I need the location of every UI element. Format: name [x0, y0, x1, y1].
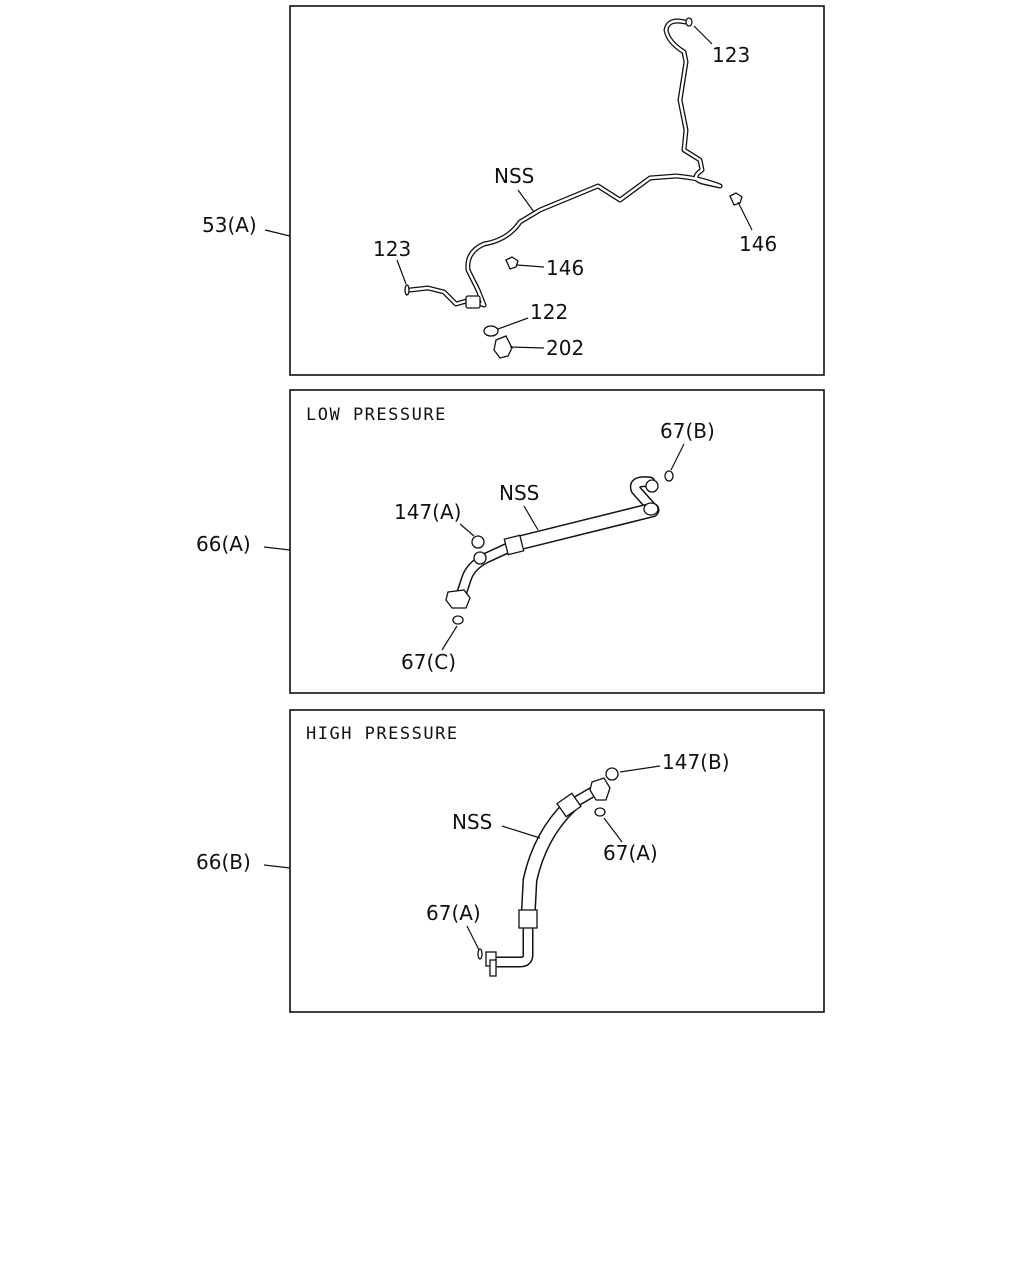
- panel-66a-ref-leader: [263, 546, 291, 551]
- panel-66a-frame: [289, 389, 825, 694]
- panel-66a: LOW PRESSURE 66(A) 67(B) NSS 147(A) 67(C…: [196, 389, 825, 694]
- lower-flange: [445, 589, 471, 609]
- panel-66b-ref-leader: [263, 864, 291, 869]
- callout-147b: 147(B): [662, 750, 730, 774]
- oring-123-left: [404, 284, 410, 296]
- leader-67a-upper: [603, 817, 623, 843]
- oring-67c: [452, 615, 464, 625]
- panel-66a-header: LOW PRESSURE: [306, 405, 447, 425]
- callout-nss-high: NSS: [452, 810, 492, 834]
- oring-67b: [664, 470, 674, 482]
- leader-nss-low: [523, 505, 539, 531]
- low-pressure-hose: [445, 476, 660, 609]
- callout-67a-upper: 67(A): [603, 841, 658, 865]
- leader-67b: [670, 443, 685, 471]
- callout-67a-lower: 67(A): [426, 901, 481, 925]
- cap-147b: [605, 767, 619, 781]
- leader-67a-lower: [466, 925, 480, 951]
- oring-67a-lower: [477, 948, 483, 960]
- lower-stub: [489, 959, 497, 977]
- leader-146-right: [737, 201, 753, 231]
- fitting-hose-end: [643, 502, 659, 516]
- cap-147a: [471, 535, 485, 549]
- leader-147a: [459, 523, 475, 537]
- leader-123-left: [396, 259, 407, 285]
- panel-66b-ref: 66(B): [196, 850, 251, 874]
- oring-123-top: [685, 17, 693, 27]
- callout-nss-liquid: NSS: [494, 164, 534, 188]
- panel-66b-header: HIGH PRESSURE: [306, 724, 459, 744]
- panel-53a-ref: 53(A): [202, 213, 257, 237]
- leader-nss-liquid: [517, 189, 535, 213]
- high-pressure-hose: [485, 777, 611, 977]
- callout-123-left: 123: [373, 237, 411, 261]
- panel-66b-frame: [289, 709, 825, 1013]
- callout-147a: 147(A): [394, 500, 461, 524]
- hose-crimp-lower: [518, 909, 538, 929]
- panel-66b: HIGH PRESSURE 66(B) 147(B) NSS 67(A) 67(…: [196, 709, 825, 1013]
- callout-67b: 67(B): [660, 419, 715, 443]
- panel-66a-ref: 66(A): [196, 532, 251, 556]
- oring-67a-upper: [594, 807, 606, 817]
- liquid-pipe: [407, 18, 723, 308]
- panel-53a-ref-leader: [264, 229, 291, 237]
- block-fitting: [465, 295, 481, 309]
- callout-nss-low: NSS: [499, 481, 539, 505]
- hose-crimp-upper: [556, 792, 582, 818]
- hose-crimp: [503, 534, 525, 556]
- upper-fitting: [589, 777, 611, 801]
- callout-67c: 67(C): [401, 650, 456, 674]
- panel-53a-frame: [289, 5, 825, 376]
- callout-146-right: 146: [739, 232, 777, 256]
- callout-202: 202: [546, 336, 584, 360]
- callout-146-left: 146: [546, 256, 584, 280]
- leader-123-top: [693, 25, 713, 45]
- leader-67c: [441, 625, 458, 651]
- leader-122: [497, 317, 529, 330]
- oring-122: [483, 325, 499, 337]
- clip-146-left: [505, 256, 519, 270]
- leader-146-left: [516, 264, 545, 268]
- fitting-upper-end: [645, 479, 659, 493]
- panel-53a: 53(A) 123 123 NSS 146 146 122 202: [202, 5, 825, 376]
- leader-nss-high: [501, 825, 541, 839]
- callout-122: 122: [530, 300, 568, 324]
- clip-146-right: [729, 192, 743, 206]
- callout-123-top: 123: [712, 43, 750, 67]
- leader-147b: [619, 765, 661, 773]
- switch-202: [493, 335, 513, 359]
- service-port-body: [473, 551, 487, 565]
- leader-202: [509, 346, 545, 349]
